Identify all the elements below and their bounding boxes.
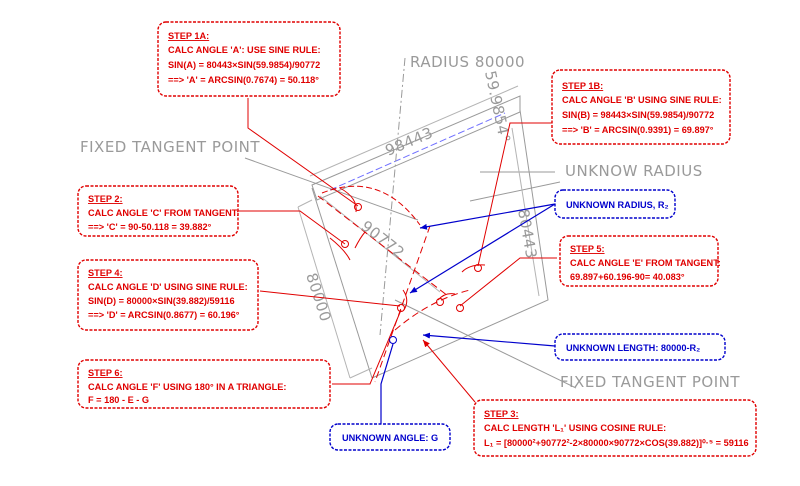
svg-text:CALC ANGLE 'C' FROM TANGENT:: CALC ANGLE 'C' FROM TANGENT: <box>88 208 239 218</box>
guide-fixed-tangent-bottom <box>394 299 577 389</box>
svg-text:STEP 5:: STEP 5: <box>570 244 605 254</box>
svg-text:CALC ANGLE 'D' USING SINE RULE: CALC ANGLE 'D' USING SINE RULE: <box>88 282 248 292</box>
svg-text:CALC ANGLE 'E' FROM TANGENT:: CALC ANGLE 'E' FROM TANGENT: <box>570 258 721 268</box>
svg-text:STEP 1A:: STEP 1A: <box>168 31 209 41</box>
svg-text:==> 'C' = 90-50.118 = 39.882°: ==> 'C' = 90-50.118 = 39.882° <box>88 222 212 232</box>
blue-leaders <box>380 203 556 428</box>
dim-90772: 90772 <box>358 217 409 262</box>
svg-text:F = 180 - E - G: F = 180 - E - G <box>88 395 149 405</box>
outline-right <box>371 109 549 379</box>
unknown-angle-label: UNKNOWN ANGLE: G <box>342 433 438 443</box>
box-unknown-radius <box>554 189 676 219</box>
box-step1b <box>551 69 731 145</box>
label-fixed-tangent-bottom: FIXED TANGENT POINT <box>560 373 740 391</box>
svg-text:STEP 2:: STEP 2: <box>88 194 123 204</box>
svg-text:STEP 3:: STEP 3: <box>484 409 519 419</box>
unknown-length-label: UNKNOWN LENGTH: 80000-R₂ <box>566 343 700 353</box>
svg-text:SIN(D) = 80000×SIN(39.882)/591: SIN(D) = 80000×SIN(39.882)/59116 <box>88 296 235 306</box>
svg-text:69.897+60.196-90= 40.083°: 69.897+60.196-90= 40.083° <box>570 272 685 282</box>
svg-text:CALC ANGLE 'B' USING SINE RULE: CALC ANGLE 'B' USING SINE RULE: <box>562 95 722 105</box>
callout-boxes <box>77 21 757 457</box>
step2-text: STEP 2: CALC ANGLE 'C' FROM TANGENT: ==>… <box>88 194 239 232</box>
svg-text:CALC LENGTH 'L₁' USING COSINE: CALC LENGTH 'L₁' USING COSINE RULE: <box>484 423 666 433</box>
box-step3 <box>473 399 757 457</box>
label-radius: RADIUS 80000 <box>410 53 525 71</box>
svg-text:STEP 4:: STEP 4: <box>88 268 123 278</box>
svg-text:SIN(A) = 80443×SIN(59.9854)/90: SIN(A) = 80443×SIN(59.9854)/90772 <box>168 60 320 70</box>
box-step1a <box>157 21 341 97</box>
step5-text: STEP 5: CALC ANGLE 'E' FROM TANGENT: 69.… <box>570 244 721 282</box>
guide-fixed-tangent-top <box>244 157 419 221</box>
box-unknown-angle <box>329 423 451 451</box>
outline-left <box>311 187 373 379</box>
box-step4 <box>77 259 259 331</box>
unknown-radius-label: UNKNOWN RADIUS, R₂ <box>566 200 669 210</box>
box-unknown-length <box>554 333 726 361</box>
label-unknow-radius: UNKNOW RADIUS <box>565 162 703 180</box>
dim-59985: 59.9854° <box>481 69 514 145</box>
box-step5 <box>559 235 719 287</box>
svg-text:STEP 1B:: STEP 1B: <box>562 81 603 91</box>
step1a-text: STEP 1A: CALC ANGLE 'A': USE SINE RULE: … <box>168 31 321 85</box>
dim-98443: 98443 <box>383 123 436 159</box>
red-construction <box>317 185 486 383</box>
label-fixed-tangent-top: FIXED TANGENT POINT <box>80 138 260 156</box>
svg-text:==> 'A' = ARCSIN(0.7674) = 50.: ==> 'A' = ARCSIN(0.7674) = 50.118° <box>168 75 319 85</box>
box-step6 <box>77 359 331 409</box>
guide-unknow-radius <box>469 181 561 202</box>
svg-text:L₁ = [80000²+90772²-2×80000×90: L₁ = [80000²+90772²-2×80000×90772×COS(39… <box>484 438 749 448</box>
red-leaders <box>238 98 558 403</box>
svg-text:==> 'D' = ARCSIN(0.8677) = 60.: ==> 'D' = ARCSIN(0.8677) = 60.196° <box>88 310 240 320</box>
step4-text: STEP 4: CALC ANGLE 'D' USING SINE RULE: … <box>88 268 248 320</box>
angle-g-marker <box>389 336 397 344</box>
svg-text:SIN(B) = 98443×SIN(59.9854)/90: SIN(B) = 98443×SIN(59.9854)/90772 <box>562 110 714 120</box>
box-step2 <box>77 185 239 237</box>
step1b-text: STEP 1B: CALC ANGLE 'B' USING SINE RULE:… <box>562 81 722 135</box>
step3-text: STEP 3: CALC LENGTH 'L₁' USING COSINE RU… <box>484 409 749 448</box>
step6-text: STEP 6: CALC ANGLE 'F' USING 180° IN A T… <box>88 368 286 405</box>
svg-text:CALC ANGLE 'A': USE SINE RULE:: CALC ANGLE 'A': USE SINE RULE: <box>168 45 321 55</box>
svg-text:CALC ANGLE 'F' USING 180° IN A: CALC ANGLE 'F' USING 180° IN A TRIANGLE: <box>88 382 286 392</box>
svg-text:==> 'B' = ARCSIN(0.9391) = 69.: ==> 'B' = ARCSIN(0.9391) = 69.897° <box>562 125 714 135</box>
svg-text:STEP 6:: STEP 6: <box>88 368 123 378</box>
